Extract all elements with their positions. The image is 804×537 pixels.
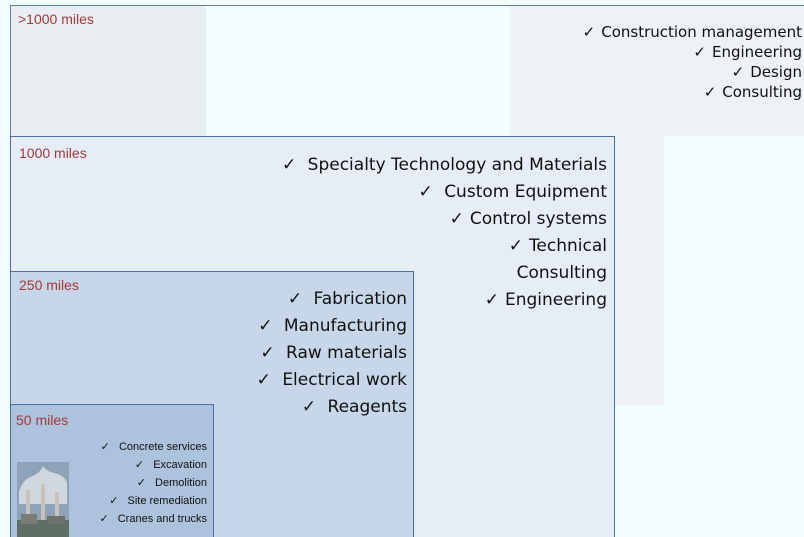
list-item: ✓ Reagents <box>301 397 407 417</box>
list-item: ✓ Manufacturing <box>258 316 407 336</box>
zone-label-over-1000: >1000 miles <box>18 11 94 27</box>
list-item: ✓Technical <box>508 236 607 256</box>
list-item: ✓Control systems <box>449 209 607 229</box>
check-icon: ✓ <box>484 290 499 310</box>
zone-band <box>10 6 206 136</box>
list-item: ✓ Specialty Technology and Materials <box>282 155 607 175</box>
list-item: ✓ Custom Equipment <box>418 182 607 202</box>
check-icon: ✓ <box>100 441 110 453</box>
list-item: ✓Engineering <box>693 43 802 61</box>
check-icon: ✓ <box>582 23 596 41</box>
zone-label-1000: 1000 miles <box>19 145 87 161</box>
zone-band <box>614 136 664 405</box>
list-item: ✓ Electrical work <box>256 370 407 390</box>
list-item: ✓ Site remediation <box>109 495 207 507</box>
check-icon: ✓ <box>136 477 146 489</box>
check-icon: ✓ <box>282 155 297 175</box>
list-item: ✓Design <box>731 63 802 81</box>
check-icon: ✓ <box>418 182 433 202</box>
check-icon: ✓ <box>731 63 745 81</box>
check-icon: ✓ <box>508 236 523 256</box>
check-icon: ✓ <box>260 343 275 363</box>
list-item: ✓Construction management <box>582 23 802 41</box>
list-item: ✓Engineering <box>484 290 607 310</box>
list-item: ✓ Raw materials <box>260 343 407 363</box>
list-item: ✓ Concrete services <box>100 441 207 453</box>
check-icon: ✓ <box>287 289 303 309</box>
zone-band <box>510 6 804 136</box>
zone-label-50: 50 miles <box>16 412 69 428</box>
zone-label-250: 250 miles <box>19 277 79 293</box>
check-icon: ✓ <box>693 43 706 61</box>
check-icon: ✓ <box>109 495 119 507</box>
check-icon: ✓ <box>99 513 109 525</box>
check-icon: ✓ <box>256 370 271 390</box>
list-item: Consulting <box>516 263 607 283</box>
list-item: ✓ Fabrication <box>287 289 407 309</box>
list-item: ✓ Cranes and trucks <box>99 513 207 525</box>
list-item: ✓ Demolition <box>136 477 207 489</box>
check-icon: ✓ <box>258 316 273 336</box>
services-list-1000: ✓ Specialty Technology and Materials ✓ C… <box>282 152 607 314</box>
check-icon: ✓ <box>703 83 717 101</box>
list-item: ✓ Excavation <box>134 459 207 471</box>
services-list-50: ✓ Concrete services ✓ Excavation ✓ Demol… <box>99 438 207 528</box>
check-icon: ✓ <box>449 209 464 229</box>
check-icon: ✓ <box>301 397 317 417</box>
services-list-over-1000: ✓Construction management ✓Engineering ✓D… <box>583 22 802 102</box>
services-list-250: ✓ Fabrication ✓ Manufacturing ✓ Raw mate… <box>257 286 407 421</box>
divider <box>10 5 804 6</box>
list-item: ✓Consulting <box>703 83 802 101</box>
check-icon: ✓ <box>134 459 145 471</box>
factory-smokestacks-image <box>17 462 69 537</box>
